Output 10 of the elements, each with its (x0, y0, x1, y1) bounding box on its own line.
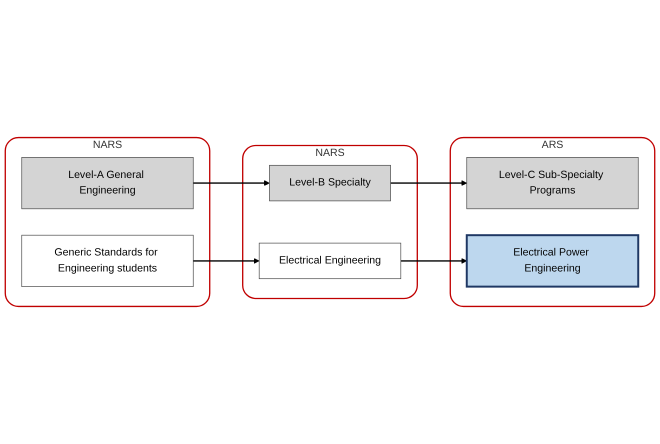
node-box: Level-A General Engineering (21, 157, 194, 210)
arrow (193, 258, 260, 264)
arrow (390, 180, 468, 186)
arrow (400, 258, 468, 264)
node-box: Level-C Sub-Specialty Programs (466, 157, 639, 210)
node-box: Generic Standards for Engineering students (21, 234, 194, 287)
node-box: Level-B Specialty (269, 164, 391, 202)
node-box: Electrical Power Engineering (466, 234, 640, 288)
node-box: Electrical Engineering (258, 242, 402, 280)
arrow (193, 180, 270, 186)
